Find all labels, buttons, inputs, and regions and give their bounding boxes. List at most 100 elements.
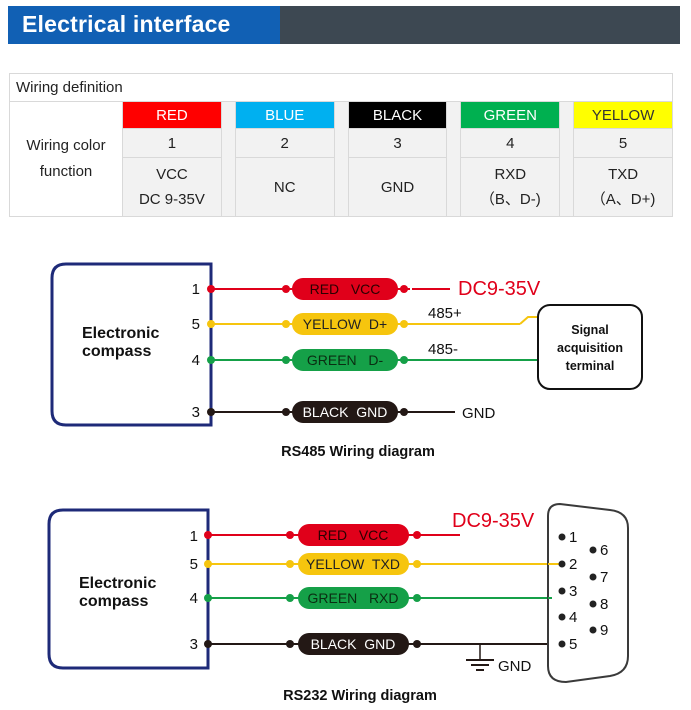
rs485-diagram: Electronic compass 1 5 4 3 RED VCC DC9-3… — [50, 262, 643, 460]
wire-dot — [413, 594, 421, 602]
function-line: RXD — [494, 166, 527, 183]
pin-label: 1 — [190, 528, 198, 545]
wire-yellow-end — [519, 316, 538, 325]
db9-pin-label: 6 — [600, 542, 608, 559]
wire-dot — [282, 408, 290, 416]
column-gap — [333, 101, 349, 217]
compass-box — [47, 508, 210, 670]
function-cell: NC — [234, 157, 335, 217]
diagram-caption: RS485 Wiring diagram — [281, 444, 435, 460]
wire-dot — [207, 285, 215, 293]
pin-label: 4 — [192, 352, 200, 369]
function-line: （B、D-) — [479, 191, 541, 208]
wire-tag-label: GREEN RXD — [307, 590, 398, 606]
pin-number-cell: 1 — [122, 128, 222, 158]
row-label-cell: Wiring color function — [9, 101, 123, 217]
header-gray-bar — [280, 6, 680, 44]
pin-label: 1 — [192, 281, 200, 298]
wire-dot — [400, 320, 408, 328]
wire-dot — [204, 531, 212, 539]
row-label-function: function — [39, 163, 93, 180]
db9-pin — [589, 573, 597, 581]
wire-dot — [400, 285, 408, 293]
wire-dot — [207, 320, 215, 328]
color-name: BLUE — [265, 106, 305, 124]
db9-connector — [547, 502, 629, 684]
wire-dot — [286, 560, 294, 568]
pin-label: 3 — [190, 636, 198, 653]
db9-pin — [558, 533, 566, 541]
pin-number-cell: 2 — [234, 128, 335, 158]
function-line: TXD — [608, 166, 639, 183]
wire-tag-label: RED VCC — [310, 281, 381, 297]
terminal-label: terminal — [566, 359, 615, 373]
color-swatch-blue: BLUE — [234, 101, 335, 129]
db9-pin-label: 9 — [600, 622, 608, 639]
wire-dot — [286, 640, 294, 648]
wire-tag-label: BLACK GND — [311, 636, 396, 652]
pin-label: 5 — [192, 316, 200, 333]
wire-dot — [204, 594, 212, 602]
db9-pin — [589, 546, 597, 554]
db9-pin-label: 7 — [600, 569, 608, 586]
wire-tag-red — [292, 278, 398, 300]
color-name: BLACK — [372, 106, 423, 124]
wire-tag-label: BLACK GND — [303, 404, 388, 420]
column-gap — [220, 101, 236, 217]
terminal-label: Signal — [571, 323, 609, 337]
wire-dot — [282, 356, 290, 364]
db9-pin-label: 5 — [569, 636, 577, 653]
line-label-485-plus: 485+ — [428, 305, 462, 322]
row-label-wiring-color: Wiring color — [26, 137, 106, 154]
wire-tag-yellow — [298, 553, 409, 575]
wire-tag-black — [292, 401, 398, 423]
db9-pin — [589, 626, 597, 634]
section-title: Electrical interface — [22, 11, 231, 37]
wire-tag-green — [292, 349, 398, 371]
wire-tag-red — [298, 524, 409, 546]
db9-pin-label: 1 — [569, 529, 577, 546]
pin-label: 4 — [190, 590, 198, 607]
db9-pin — [558, 640, 566, 648]
gnd-label: GND — [462, 405, 496, 422]
function-line: VCC — [156, 166, 188, 183]
wire-tag-green — [298, 587, 409, 609]
device-label: compass — [79, 593, 148, 610]
db9-pin-label: 8 — [600, 596, 608, 613]
wire-tag-yellow — [292, 313, 398, 335]
column-gap — [446, 101, 462, 217]
compass-box — [50, 262, 213, 427]
function-line: GND — [380, 178, 415, 196]
wire-dot — [286, 594, 294, 602]
wire-dot — [413, 531, 421, 539]
wire-dot — [207, 408, 215, 416]
color-swatch-black: BLACK — [347, 101, 448, 129]
color-swatch-red: RED — [122, 101, 222, 129]
db9-pin-label: 4 — [569, 609, 577, 626]
function-cell: RXD （B、D-) — [460, 157, 561, 217]
wire-tag-black — [298, 633, 409, 655]
gnd-label: GND — [498, 658, 532, 675]
device-label: Electronic — [79, 575, 156, 592]
supply-label: DC9-35V — [452, 510, 535, 532]
signal-terminal-box — [537, 304, 643, 390]
function-line: （A、D+) — [590, 191, 656, 208]
db9-pin — [558, 613, 566, 621]
wire-tag-label: GREEN D- — [307, 352, 384, 368]
pin-label: 3 — [192, 404, 200, 421]
color-swatch-green: GREEN — [460, 101, 561, 129]
wire-tag-label: YELLOW D+ — [303, 316, 387, 332]
column-gap — [559, 101, 575, 217]
wire-dot — [207, 356, 215, 364]
color-swatch-yellow: YELLOW — [573, 101, 673, 129]
wire-tag-label: RED VCC — [318, 527, 389, 543]
wire-dot — [204, 640, 212, 648]
wire-dot — [282, 285, 290, 293]
db9-pin — [558, 560, 566, 568]
wire-dot — [282, 320, 290, 328]
function-cell: GND — [347, 157, 448, 217]
wire-dot — [204, 560, 212, 568]
pin-label: 5 — [190, 556, 198, 573]
supply-label: DC9-35V — [458, 278, 541, 300]
